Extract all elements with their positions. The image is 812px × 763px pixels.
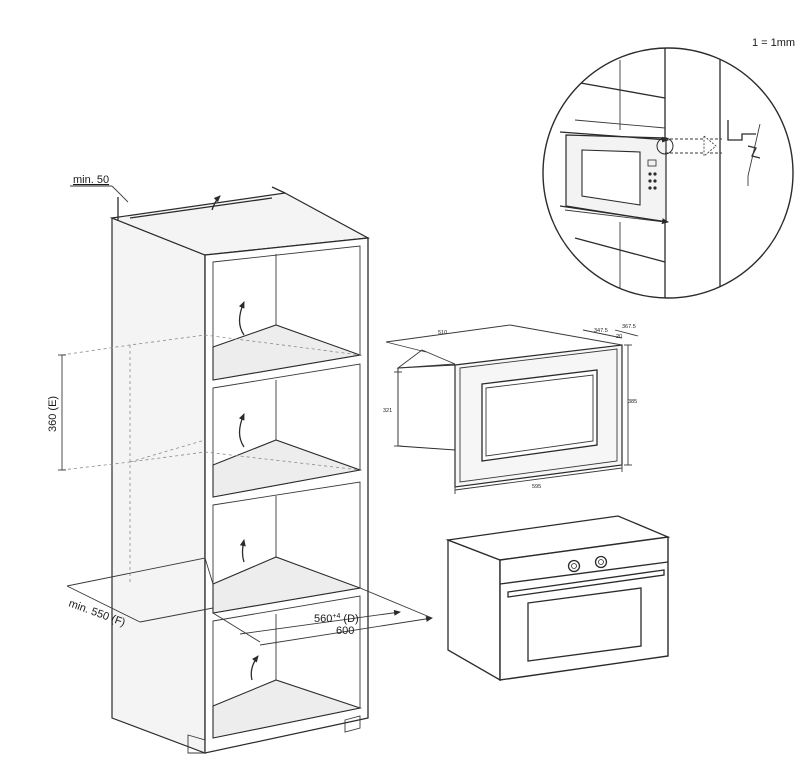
cabinet-front-frame	[204, 237, 369, 754]
detail-focus-circle	[656, 137, 674, 155]
cabinet-side-panel	[111, 217, 206, 754]
shelf-4	[212, 679, 363, 739]
oven-body	[397, 364, 456, 451]
dim-510-label: 510	[438, 330, 447, 336]
dim-360-e-label: 360 (E)	[47, 396, 59, 432]
oven-dimension-drawing: 510 347.5 367.5 20 321 385 595	[383, 324, 639, 494]
dim-385-label: 385	[628, 399, 637, 405]
detail-inset	[542, 47, 794, 299]
oven-door-window	[527, 587, 642, 662]
dim-321-label: 321	[383, 408, 392, 414]
dim-367-5-label: 367.5	[622, 324, 636, 330]
oven-window	[481, 369, 598, 462]
oven-box-side	[447, 539, 501, 682]
dim-560-600: 560+4 (D) 600	[212, 587, 433, 646]
oven-knob-left	[567, 559, 581, 573]
dim-360-e: 360 (E)	[47, 354, 66, 471]
dim-347-5-label: 347.5	[594, 328, 608, 334]
dim-560-d-label: 560+4 (D)	[314, 613, 359, 625]
dim-min-50-label: min. 50	[73, 174, 109, 186]
oven-door-handle	[507, 569, 665, 598]
scale-note: 1 = 1mm	[752, 37, 795, 49]
dim-20-label: 20	[616, 334, 622, 340]
air-flow-arrow-4	[250, 655, 259, 681]
air-flow-arrow-1	[238, 301, 245, 336]
cabinet	[61, 186, 370, 754]
oven-perspective	[445, 515, 671, 682]
detail-circle	[542, 47, 794, 299]
oven-knob-right	[594, 555, 608, 569]
air-flow-arrow-2	[238, 413, 245, 448]
dim-600-label: 600	[336, 625, 354, 637]
dim-min-50: min. 50	[70, 174, 129, 203]
air-flow-arrow-top	[211, 195, 221, 211]
dim-595-label: 595	[532, 484, 541, 490]
air-flow-arrow-3	[239, 539, 246, 563]
